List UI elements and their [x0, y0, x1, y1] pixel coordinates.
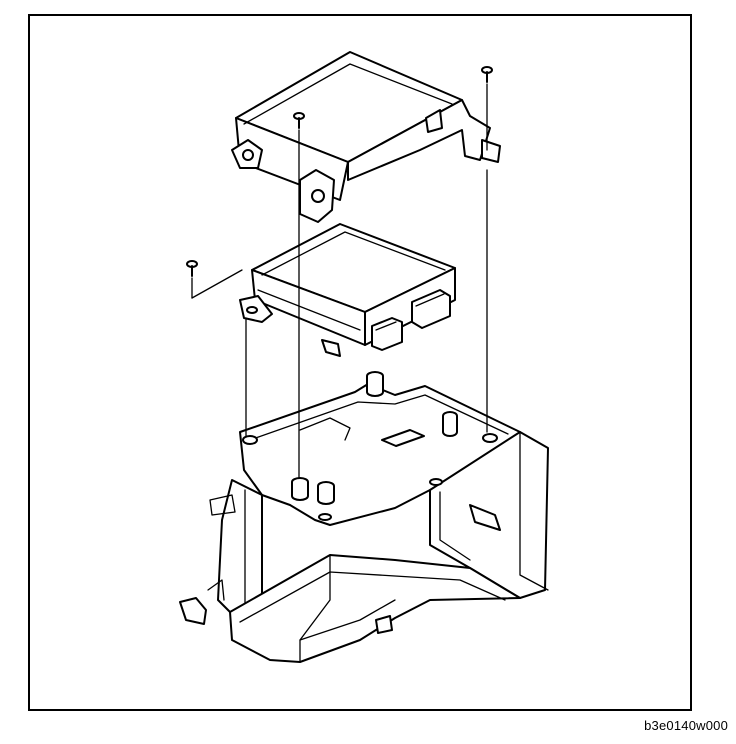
- screw-top-right: [481, 66, 493, 83]
- alignment-lines: [191, 83, 488, 479]
- control-module: [239, 223, 456, 357]
- screw-left: [186, 260, 198, 277]
- figure-frame: [28, 14, 692, 711]
- upper-bracket: [231, 51, 501, 223]
- screw-top-center: [293, 112, 305, 129]
- figure-caption: b3e0140w000: [644, 718, 728, 733]
- mounting-bracket: [179, 371, 549, 663]
